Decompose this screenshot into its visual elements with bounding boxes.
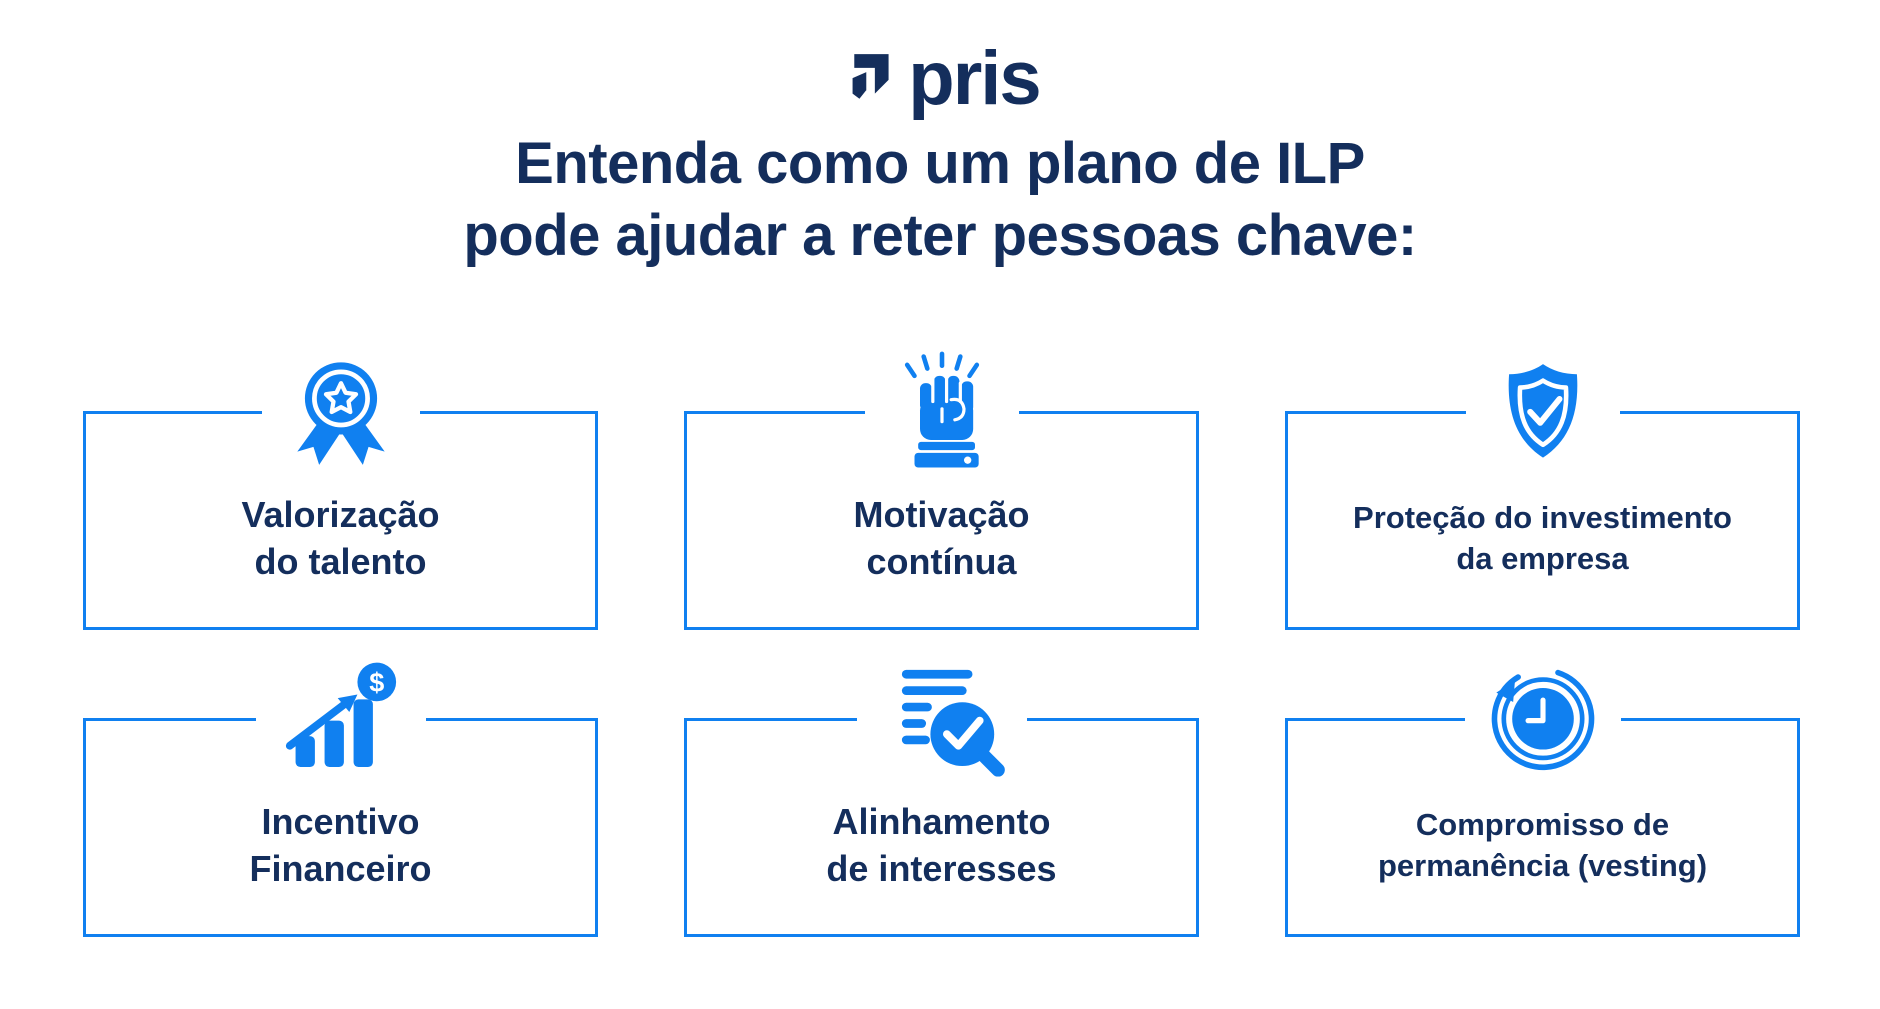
card-label-line1: Valorização: [241, 493, 440, 535]
brand-logo-text: pris: [908, 36, 1041, 121]
card-label-line1: Motivação: [853, 493, 1030, 535]
card-label-line1: Compromisso de: [1415, 806, 1670, 842]
card-alinhamento-interesses: Alinhamento de interesses: [684, 660, 1199, 937]
card-label-line2: da empresa: [1456, 540, 1629, 576]
card-label: Motivação contínua: [853, 457, 1029, 585]
card-label: Valorização do talento: [241, 457, 439, 585]
card-label-line1: Alinhamento: [832, 800, 1051, 842]
page-title-line2: pode ajudar a reter pessoas chave:: [463, 203, 1417, 268]
brand-logo: pris: [0, 0, 1880, 121]
page-header: pris Entenda como um plano de ILP pode a…: [0, 0, 1880, 272]
page-title: Entenda como um plano de ILP pode ajudar…: [0, 128, 1880, 272]
card-label-line2: do talento: [254, 540, 427, 582]
card-incentivo-financeiro: $ Incentivo Financeiro: [83, 660, 598, 937]
card-label: Incentivo Financeiro: [249, 764, 431, 892]
card-label-line2: de interesses: [826, 847, 1057, 889]
shield-check-icon: [1465, 356, 1620, 467]
card-motivacao-continua: Motivação contínua: [684, 351, 1199, 630]
card-label: Proteção do investimento da empresa: [1353, 463, 1732, 579]
pris-logo-mark-icon: [852, 54, 889, 99]
raised-fist-icon: [864, 351, 1019, 472]
card-label: Alinhamento de interesses: [826, 764, 1056, 892]
card-label: Compromisso de permanência (vesting): [1378, 770, 1707, 886]
clock-repeat-icon: [1464, 662, 1621, 775]
card-protecao-investimento: Proteção do investimento da empresa: [1285, 356, 1800, 630]
checklist-magnifier-icon: [856, 660, 1027, 777]
card-label-line2: permanência (vesting): [1377, 847, 1708, 883]
card-label-line1: Incentivo: [261, 800, 420, 842]
page-title-line1: Entenda como um plano de ILP: [515, 131, 1365, 196]
svg-text:$: $: [369, 668, 384, 698]
card-label-line1: Proteção do investimento: [1353, 499, 1732, 535]
benefits-grid: Valorização do talento: [83, 351, 1800, 937]
card-compromisso-vesting: Compromisso de permanência (vesting): [1285, 662, 1800, 937]
card-label-line2: Financeiro: [249, 847, 432, 889]
medal-star-icon: [261, 354, 420, 469]
growth-chart-dollar-icon: $: [255, 660, 426, 777]
card-valorizacao-talento: Valorização do talento: [83, 354, 598, 630]
card-label-line2: contínua: [866, 540, 1017, 582]
